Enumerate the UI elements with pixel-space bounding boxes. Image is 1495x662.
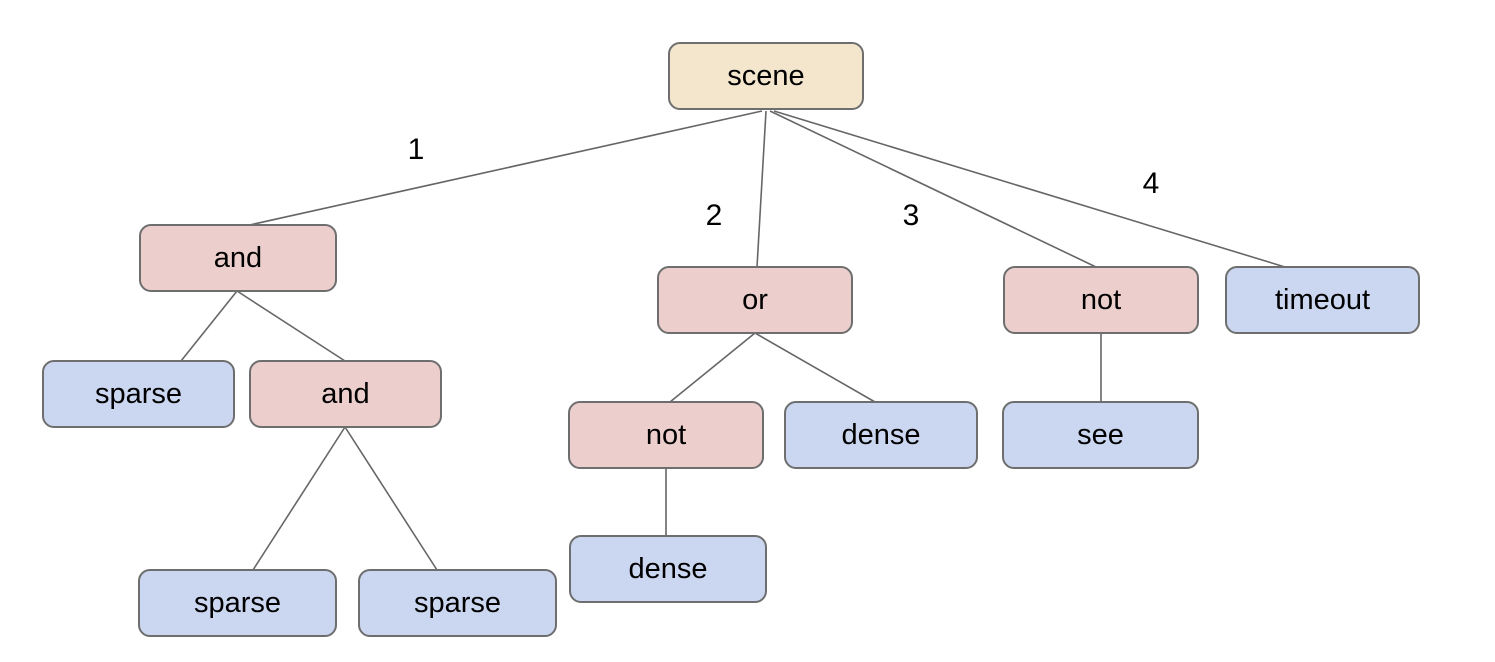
node-sparse-2: sparse (138, 569, 337, 637)
node-sparse-1: sparse (42, 360, 235, 428)
edge-or-1-not-2 (669, 332, 756, 403)
node-timeout-1: timeout (1225, 266, 1420, 334)
node-and-1: and (139, 224, 337, 292)
edge-scene-not-1 (769, 110, 1097, 268)
node-not-1: not (1003, 266, 1199, 334)
edge-scene-or-1 (756, 110, 767, 268)
node-sparse-3: sparse (358, 569, 557, 637)
node-see-1: see (1002, 401, 1199, 469)
edge-label-1: 1 (408, 133, 425, 166)
edge-and-1-sparse-1 (180, 290, 238, 362)
edge-scene-and-1 (244, 110, 763, 227)
edge-and-2-sparse-2 (252, 426, 346, 571)
edge-scene-timeout-1 (773, 110, 1286, 268)
node-dense-1: dense (784, 401, 978, 469)
node-scene: scene (668, 42, 864, 110)
edge-label-2: 2 (706, 199, 723, 232)
edge-and-1-and-2 (236, 290, 346, 362)
node-and-2: and (249, 360, 442, 428)
node-or-1: or (657, 266, 853, 334)
edge-and-2-sparse-3 (344, 426, 438, 571)
node-not-2: not (568, 401, 764, 469)
edge-label-4: 4 (1143, 167, 1160, 200)
edge-label-3: 3 (903, 199, 920, 232)
node-dense-2: dense (569, 535, 767, 603)
edge-or-1-dense-1 (754, 332, 876, 403)
